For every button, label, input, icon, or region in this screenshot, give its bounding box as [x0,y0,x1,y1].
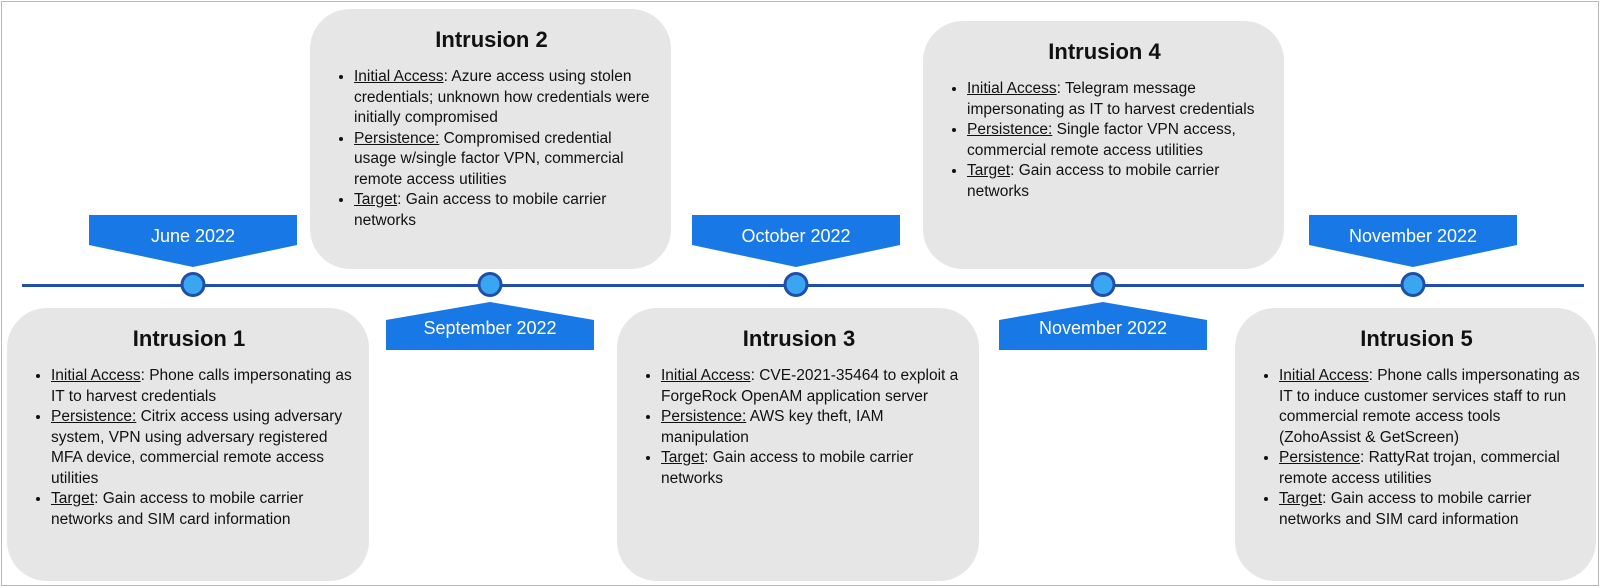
persistence-item: Persistence: RattyRat trojan, commercial… [1279,448,1580,489]
intrusion-details: Initial Access: Phone calls impersonatin… [1253,366,1580,530]
intrusion-card-1: Intrusion 1 Initial Access: Phone calls … [7,308,369,581]
date-marker-3-shape [692,215,900,267]
timeline-node-2 [477,272,503,297]
target-item: Target: Gain access to mobile carrier ne… [1279,489,1580,530]
intrusion-card-3: Intrusion 3 Initial Access: CVE-2021-354… [617,308,979,581]
persistence-text: Citrix access using adversary system, VP… [51,408,343,487]
initial-access-text: : Telegram message impersonating as IT t… [967,80,1255,118]
target-item: Target: Gain access to mobile carrier ne… [967,161,1268,202]
date-label-3: October 2022 [741,226,851,246]
persistence-text: AWS key theft, IAM manipulation [661,408,884,446]
target-item: Target: Gain access to mobile carrier ne… [661,448,963,489]
target-text: : Gain access to mobile carrier networks… [51,490,304,528]
intrusion-card-2: Intrusion 2 Initial Access: Azure access… [310,9,671,269]
timeline-node-5 [1400,272,1426,297]
target-label: Target [661,449,705,466]
initial-access-item: Initial Access: Phone calls impersonatin… [1279,366,1580,448]
initial-access-label: Initial Access [1279,367,1369,384]
timeline-node-1 [180,272,206,297]
intrusion-title: Intrusion 2 [435,27,548,52]
date-label-2: September 2022 [423,318,557,338]
initial-access-label: Initial Access [661,367,751,384]
timeline-node-3 [783,272,809,297]
target-label: Target [967,162,1011,179]
intrusion-card-4: Intrusion 4 Initial Access: Telegram mes… [923,21,1284,269]
persistence-text: : RattyRat trojan, commercial remote acc… [1279,449,1560,487]
timeline-node-4 [1090,272,1116,297]
initial-access-text: : Phone calls impersonating as IT to har… [51,367,352,405]
persistence-label: Persistence [1279,449,1360,466]
intrusion-details: Initial Access: Azure access using stole… [328,67,655,231]
initial-access-item: Initial Access: Azure access using stole… [354,67,655,129]
initial-access-item: Initial Access: Phone calls impersonatin… [51,366,353,407]
initial-access-label: Initial Access [51,367,141,384]
persistence-text: Compromised credential usage w/single fa… [354,129,624,188]
date-label-1: June 2022 [150,226,236,246]
target-text: : Gain access to mobile carrier networks [967,162,1220,200]
date-label-4: November 2022 [1038,318,1168,338]
initial-access-item: Initial Access: Telegram message imperso… [967,79,1268,120]
persistence-text: Single factor VPN access, commercial rem… [967,121,1236,159]
intrusion-title: Intrusion 5 [1360,326,1473,351]
intrusion-details: Initial Access: Phone calls impersonatin… [25,366,353,530]
intrusion-title: Intrusion 1 [132,326,246,351]
target-item: Target: Gain access to mobile carrier ne… [51,489,353,530]
initial-access-text: : Azure access using stolen credentials;… [354,68,650,126]
target-item: Target: Gain access to mobile carrier ne… [354,190,655,231]
persistence-label: Persistence: [661,408,747,425]
target-label: Target [354,191,398,208]
initial-access-label: Initial Access [967,80,1057,97]
target-text: : Gain access to mobile carrier networks… [1279,490,1532,528]
persistence-item: Persistence: Compromised credential usag… [354,129,655,191]
persistence-item: Persistence: Citrix access using adversa… [51,407,353,489]
date-marker-5-shape [1309,215,1517,267]
initial-access-text: : Phone calls impersonating as IT to ind… [1279,367,1580,446]
persistence-label: Persistence: [354,129,440,147]
persistence-item: Persistence: Single factor VPN access, c… [967,120,1268,161]
persistence-label: Persistence: [967,121,1053,138]
date-marker-4-shape [999,302,1207,350]
persistence-item: Persistence: AWS key theft, IAM manipula… [661,407,963,448]
target-label: Target [51,490,95,507]
initial-access-text: : CVE-2021-35464 to exploit a ForgeRock … [661,367,959,405]
date-marker-1-shape [89,215,297,267]
target-label: Target [1279,490,1323,507]
intrusion-details: Initial Access: CVE-2021-35464 to exploi… [635,366,963,489]
target-text: : Gain access to mobile carrier networks [661,449,914,487]
persistence-label: Persistence: [51,408,137,425]
initial-access-label: Initial Access [354,68,444,85]
intrusion-card-5: Intrusion 5 Initial Access: Phone calls … [1235,308,1596,581]
intrusion-title: Intrusion 3 [742,326,856,351]
initial-access-item: Initial Access: CVE-2021-35464 to exploi… [661,366,963,407]
intrusion-details: Initial Access: Telegram message imperso… [941,79,1268,202]
intrusion-title: Intrusion 4 [1048,39,1161,64]
date-label-5: November 2022 [1348,226,1478,246]
target-text: : Gain access to mobile carrier networks [354,191,607,229]
date-marker-2-shape [386,302,594,350]
